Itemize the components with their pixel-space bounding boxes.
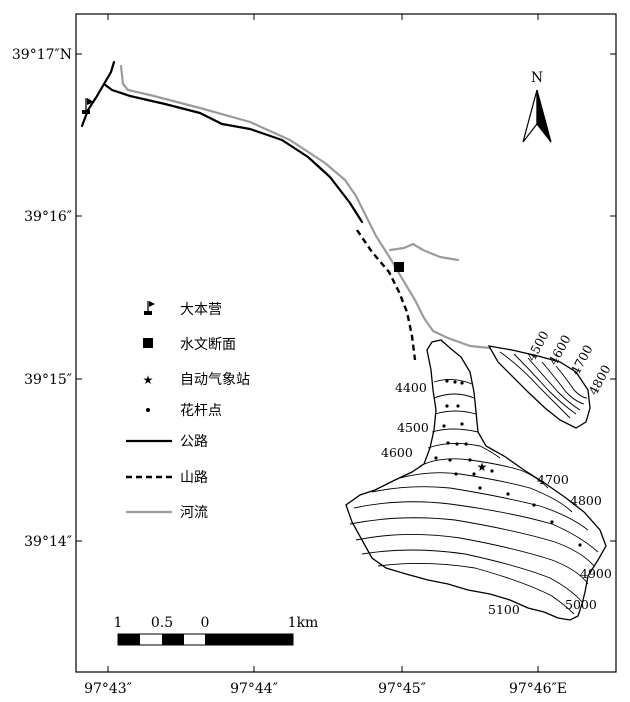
north-label: N xyxy=(531,70,543,86)
map-frame xyxy=(75,13,617,673)
small-contour-label-4800: 4800 xyxy=(585,362,613,397)
contour-label-5100: 5100 xyxy=(488,602,520,617)
lat-label-1: 39°17″N xyxy=(12,47,72,63)
lon-label-4: 97°46″E xyxy=(509,681,567,697)
lat-label-2: 39°16″ xyxy=(24,209,72,225)
legend-label-weather: 自动气象站 xyxy=(180,372,250,388)
lon-label-3: 97°45″ xyxy=(378,681,426,697)
contour-label-4500: 4500 xyxy=(397,420,429,435)
base-camp-flag-icon xyxy=(82,98,94,114)
lat-label-4: 39°14″ xyxy=(24,534,72,550)
legend: 大本营 水文断面 ★ 自动气象站 花杆点 公路 山路 河流 xyxy=(126,301,250,521)
river-main xyxy=(119,64,492,350)
legend-dot-icon xyxy=(146,408,150,412)
legend-camp-flag-icon xyxy=(144,301,155,315)
north-arrow-right-half xyxy=(536,89,552,143)
scale-label-1km: 1km xyxy=(288,615,319,631)
main-glacier-contours xyxy=(349,379,599,615)
scale-label-1: 1 xyxy=(114,615,123,631)
legend-label-river: 河流 xyxy=(180,505,208,521)
legend-label-camp: 大本营 xyxy=(180,302,222,318)
legend-label-hydro: 水文断面 xyxy=(180,337,236,353)
legend-square-icon xyxy=(143,338,153,348)
north-arrow: N xyxy=(522,70,552,143)
small-contour-label-4700: 4700 xyxy=(567,342,595,377)
scale-bar: 1 0.5 0 1km xyxy=(114,615,319,646)
stake-points xyxy=(434,379,582,547)
main-glacier-outline xyxy=(345,339,607,621)
contour-label-4600: 4600 xyxy=(381,445,413,460)
road-mountain-path xyxy=(356,229,417,361)
scale-label-0-5: 0.5 xyxy=(151,615,173,631)
lon-label-1: 97°43″ xyxy=(84,681,132,697)
lon-ticks xyxy=(107,14,539,672)
weather-station-star-icon: ★ xyxy=(477,460,488,474)
lon-label-2: 97°44″ xyxy=(230,681,278,697)
contour-label-4400: 4400 xyxy=(395,380,427,395)
small-glacier-contours xyxy=(499,351,588,419)
contour-label-4800: 4800 xyxy=(570,493,602,508)
legend-label-mountain-path: 山路 xyxy=(180,470,208,486)
contour-label-4900: 4900 xyxy=(580,566,612,581)
river xyxy=(119,64,492,350)
lat-ticks xyxy=(76,53,616,542)
lat-label-3: 39°15″ xyxy=(24,372,72,388)
hydro-section-square-icon xyxy=(394,262,404,272)
small-glacier-outline xyxy=(487,345,591,429)
north-arrow-left-half xyxy=(522,89,538,143)
scale-label-0: 0 xyxy=(201,615,210,631)
legend-label-highway: 公路 xyxy=(180,434,208,450)
river-branch xyxy=(388,242,460,262)
contour-label-5000: 5000 xyxy=(565,597,597,612)
contour-label-4700: 4700 xyxy=(537,472,569,487)
legend-label-stake: 花杆点 xyxy=(180,403,222,419)
legend-star-icon: ★ xyxy=(143,373,154,387)
